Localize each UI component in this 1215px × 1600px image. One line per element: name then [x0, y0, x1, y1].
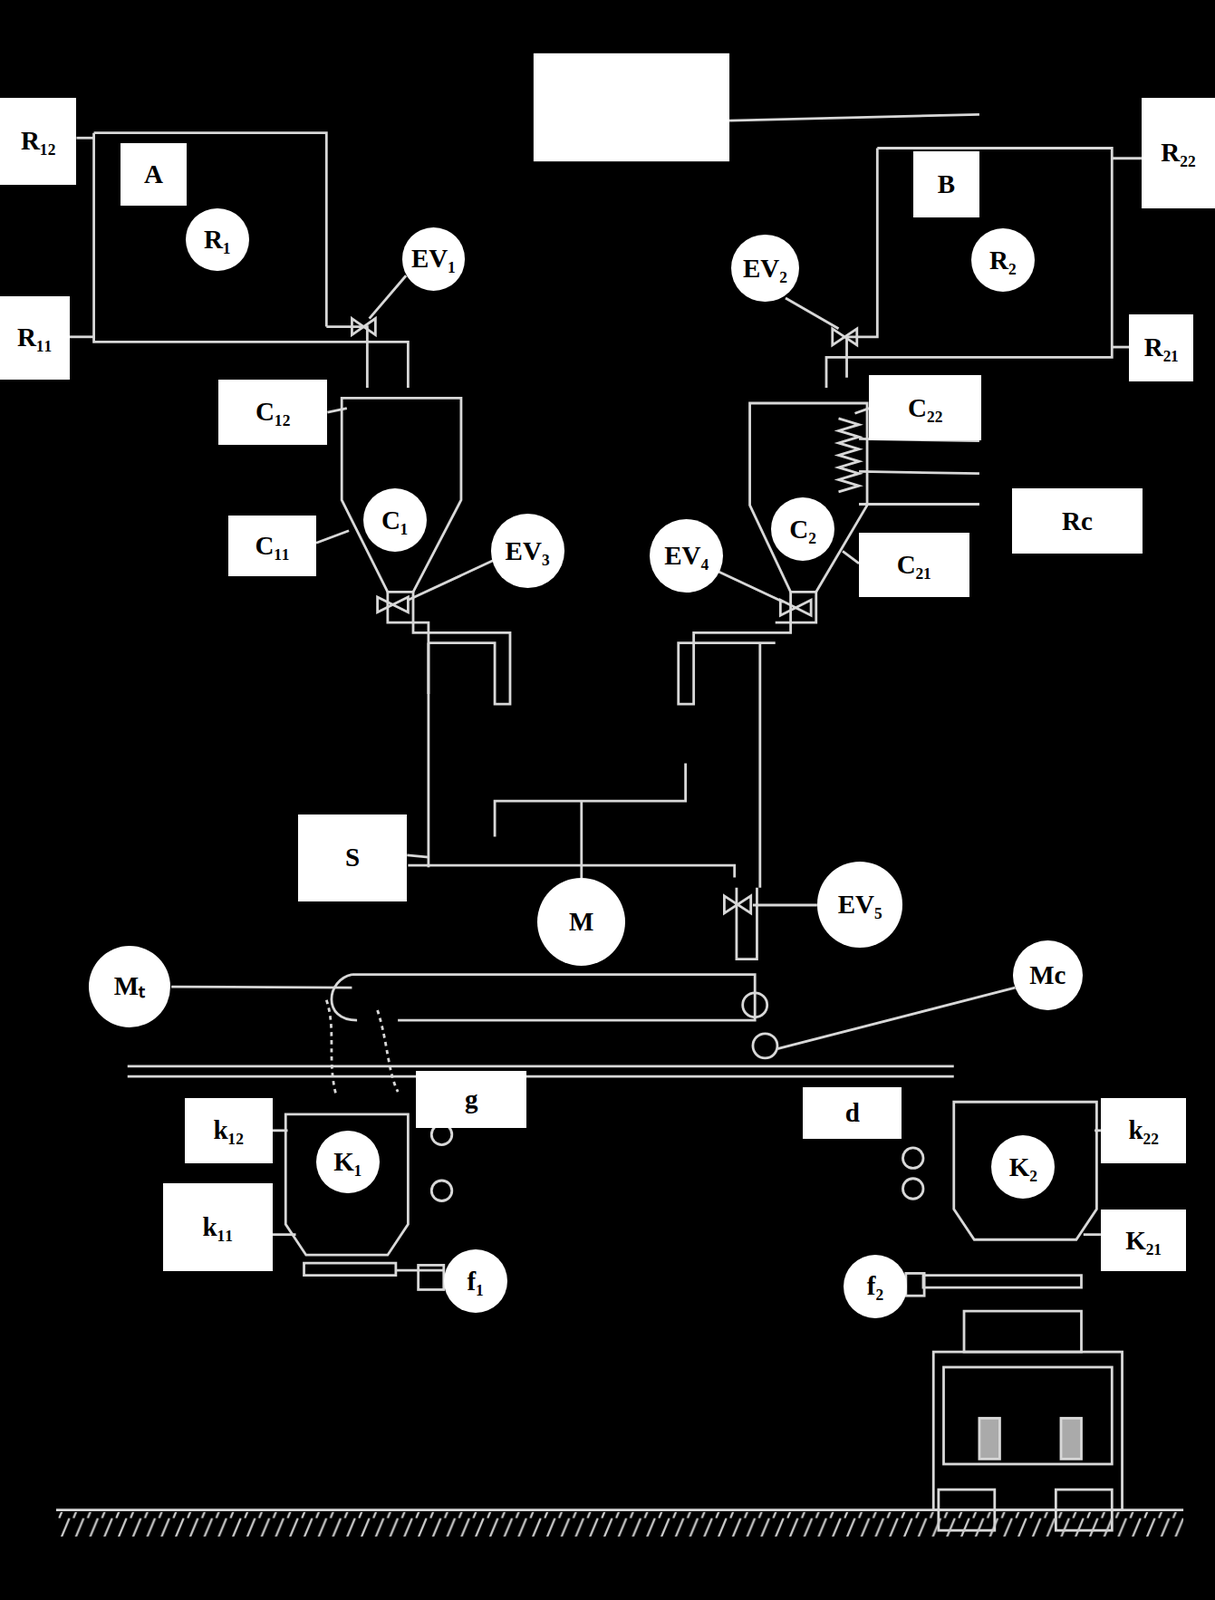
label-box: C₂₁	[858, 532, 970, 598]
part-label: S	[345, 844, 360, 871]
part-label: EV₁	[411, 245, 456, 272]
label-box: C₂₂	[868, 375, 982, 441]
label-box: k₁₁	[163, 1183, 272, 1272]
part-label: g	[464, 1086, 479, 1113]
part-label: EV₃	[505, 538, 550, 565]
label-circle: Mₜ	[88, 945, 171, 1028]
label-box: C₁₂	[218, 379, 328, 445]
label-circle: K₁	[316, 1130, 380, 1195]
part-label: R₂₂	[1160, 139, 1196, 166]
label-circle: R₁	[185, 208, 250, 272]
part-label: C₂₂	[907, 395, 943, 422]
label-circle: EV₁	[402, 227, 466, 291]
label-box: C₁₁	[228, 515, 317, 578]
label-circle: f₂	[843, 1254, 907, 1319]
part-label: k₁₁	[202, 1214, 234, 1241]
label-box: R₂₂	[1141, 97, 1215, 209]
label-circle: C₂	[771, 497, 835, 561]
part-label: EV₅	[838, 891, 883, 918]
label-box: R₁₁	[0, 296, 70, 380]
part-label: R₁₂	[20, 127, 56, 155]
label-box: S	[298, 814, 407, 903]
label-circle: K₂	[991, 1135, 1055, 1199]
part-label: f₁	[467, 1268, 484, 1295]
part-label: k₂₂	[1128, 1117, 1159, 1144]
label-circle: R₂	[971, 228, 1035, 292]
label-box: Rc	[1012, 488, 1143, 554]
label-circle: f₁	[443, 1249, 508, 1313]
part-label: C₁	[381, 507, 409, 534]
part-label: Rc	[1061, 508, 1093, 535]
part-label: EV₄	[664, 542, 709, 569]
label-circle: EV₄	[649, 519, 724, 593]
label-box: K₂₁	[1100, 1209, 1187, 1272]
part-label: C₁₁	[254, 532, 290, 560]
part-label: Mₜ	[114, 973, 145, 1000]
part-label: K₁	[333, 1148, 362, 1176]
part-label: K₂	[1009, 1154, 1038, 1181]
part-label: R₁	[203, 226, 232, 253]
part-label: R₁₁	[17, 324, 52, 351]
part-label: Mc	[1029, 962, 1066, 989]
label-circle: M	[537, 877, 626, 966]
label-box: R₂₁	[1128, 314, 1194, 382]
part-label: M	[568, 908, 594, 936]
part-label: C₂	[789, 516, 817, 543]
label-circle: EV₂	[731, 234, 799, 302]
label-box: B	[913, 151, 980, 218]
label-circle: C₁	[363, 488, 427, 552]
part-label: C₁₂	[255, 398, 290, 425]
label-box: k₁₂	[184, 1098, 273, 1164]
part-label: k₁₂	[212, 1117, 244, 1144]
part-label: R₂	[989, 247, 1017, 274]
label-circle: EV₃	[491, 513, 565, 588]
part-label: B	[937, 171, 955, 198]
label-box: R₁₂	[0, 97, 77, 185]
label-box: A	[120, 143, 187, 207]
part-label: A	[144, 161, 164, 188]
label-box: k₂₂	[1100, 1098, 1187, 1164]
label-circle: Mc	[1012, 940, 1083, 1011]
part-label: C₂₁	[896, 551, 932, 579]
part-label: K₂₁	[1125, 1227, 1162, 1254]
part-label: EV₂	[742, 255, 788, 282]
label-circle: EV₅	[817, 861, 904, 948]
part-label: R₂₁	[1144, 334, 1179, 361]
part-label: f₂	[867, 1272, 884, 1300]
label-box: d	[802, 1087, 902, 1138]
part-label: d	[845, 1099, 860, 1127]
label-box: g	[415, 1070, 527, 1129]
